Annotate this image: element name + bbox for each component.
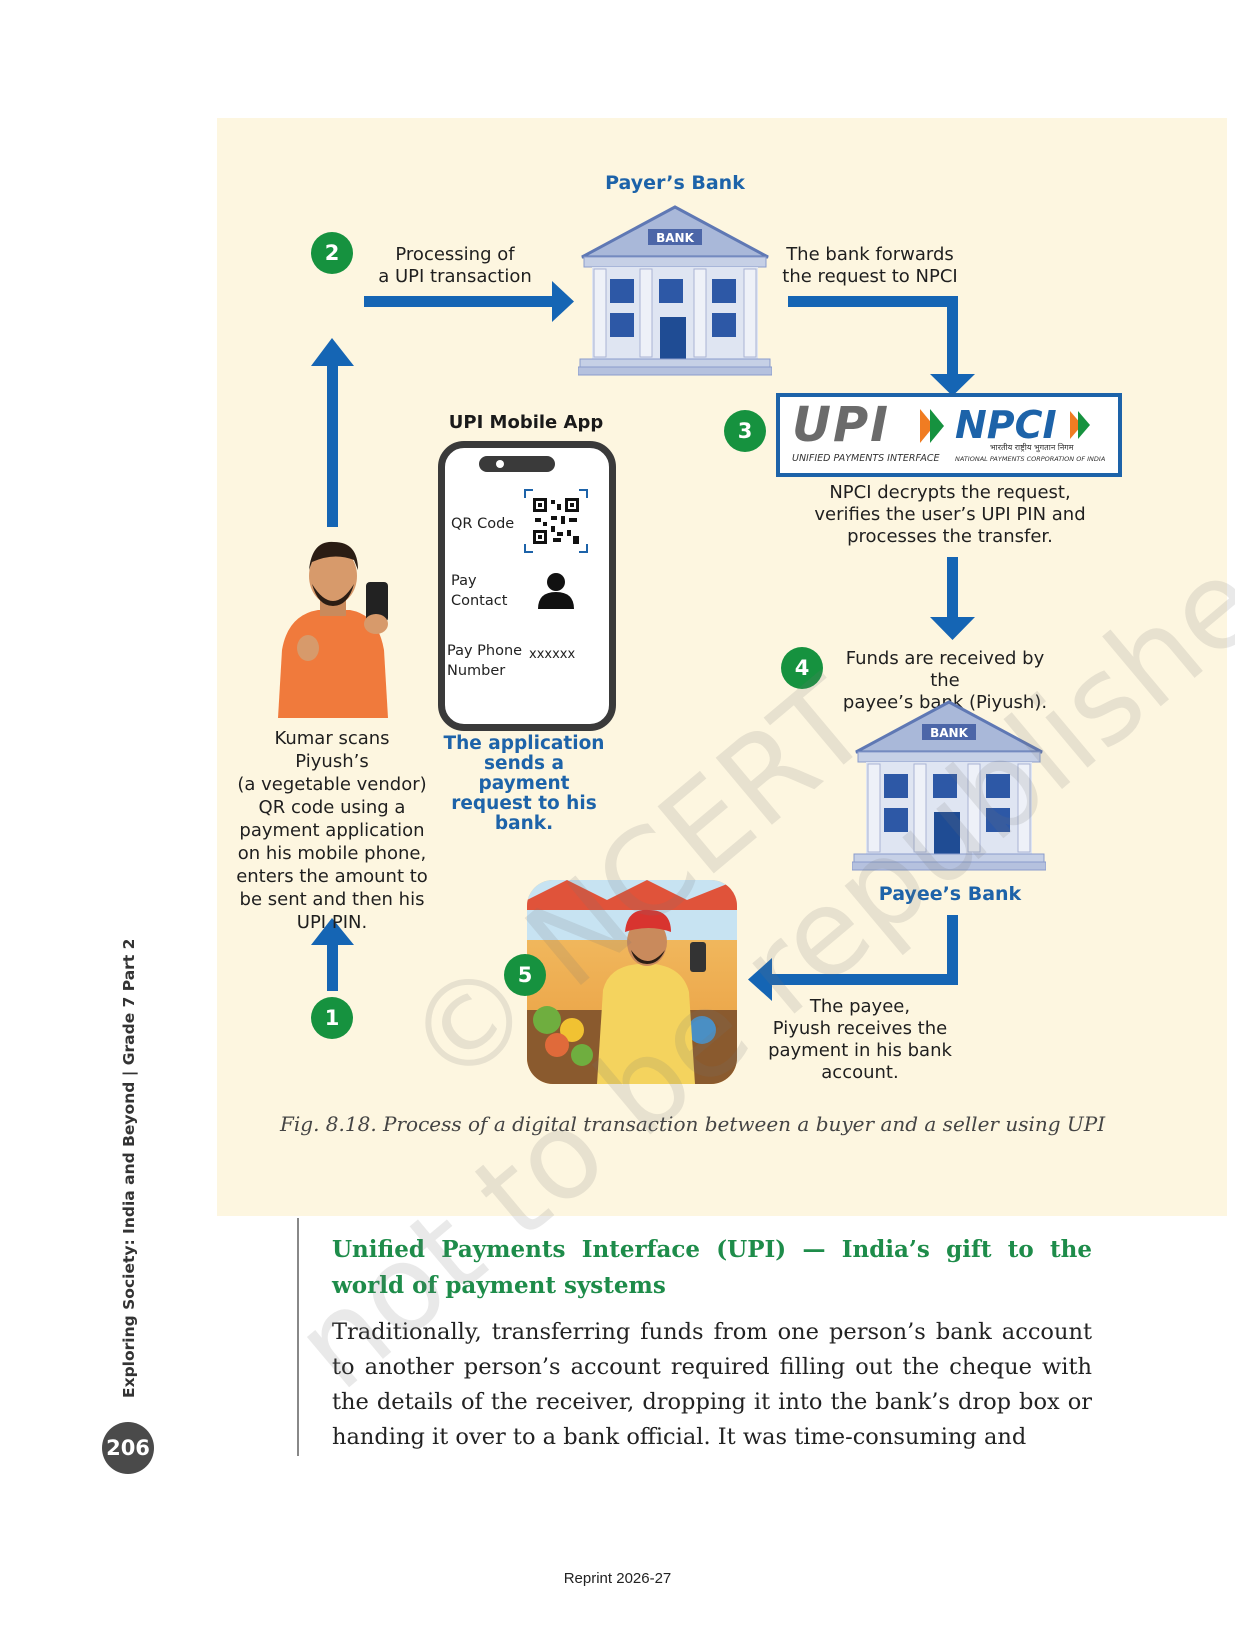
arrow-up-step1 [311, 918, 354, 991]
step-4-text-line1: Funds are received by the [845, 648, 1045, 691]
kumar-line: enters the amount to [236, 866, 428, 887]
step-2-text: Processing of a UPI transaction [370, 244, 540, 288]
section-body: Traditionally, transferring funds from o… [332, 1319, 1092, 1450]
app-note: The application sends a payment request … [436, 734, 612, 834]
contact-person-icon[interactable] [537, 572, 575, 610]
payers-bank-title: Payer’s Bank [605, 172, 745, 194]
app-note-line3: request to his [451, 793, 597, 814]
book-title-vertical: Exploring Society: India and Beyond | Gr… [115, 938, 143, 1398]
payee-description: The payee, Piyush receives the payment i… [760, 996, 960, 1084]
upi-app-title: UPI Mobile App [448, 412, 604, 433]
phone-camera-icon [496, 460, 504, 468]
vendor-illustration [527, 880, 737, 1084]
book-title: Exploring Society: India and Beyond | Gr… [120, 938, 138, 1398]
step-2-text-line1: Processing of [395, 244, 515, 265]
kumar-line: (a vegetable vendor) [237, 774, 427, 795]
bank-forwards-line2: the request to NPCI [782, 266, 958, 287]
kumar-illustration [278, 541, 388, 718]
step-4-badge: 4 [781, 647, 823, 689]
kumar-line: on his mobile phone, [237, 843, 427, 864]
npci-desc: NPCI decrypts the request, verifies the … [790, 482, 1110, 548]
payee-line: The payee, [809, 996, 911, 1017]
upi-arrow-icon [920, 409, 944, 443]
kumar-line: payment application [239, 820, 425, 841]
step-3-badge: 3 [724, 410, 766, 452]
arrow-bank-to-npci [788, 296, 975, 396]
step-2-text-line2: a UPI transaction [378, 266, 532, 287]
phone-number-mask[interactable]: xxxxxx [529, 647, 576, 662]
page-number: 206 [102, 1422, 154, 1474]
section-divider [297, 1218, 299, 1456]
step-2-badge: 2 [311, 232, 353, 274]
pay-contact-line2: Contact [451, 593, 508, 609]
npci-subtitle: NATIONAL PAYMENTS CORPORATION OF INDIA [955, 455, 1106, 463]
upi-subtitle: UNIFIED PAYMENTS INTERFACE [792, 453, 940, 464]
pay-contact-label: Pay Contact [451, 571, 507, 611]
app-note-line4: bank. [494, 813, 554, 834]
reprint-footer: Reprint 2026-27 [563, 1570, 672, 1587]
app-note-line1: The application [443, 733, 605, 754]
qr-code-icon[interactable] [523, 488, 589, 554]
npci-desc-line3: processes the transfer. [847, 526, 1053, 547]
step-5-badge: 5 [504, 954, 546, 996]
payee-line: Piyush receives the [772, 1018, 948, 1039]
pay-contact-line1: Pay [451, 573, 477, 589]
payers-bank-icon: BANK [578, 205, 772, 376]
section-title: Unified Payments Interface (UPI) — India… [332, 1236, 1092, 1299]
kumar-description: Kumar scans Piyush’s (a vegetable vendor… [236, 727, 428, 934]
npci-desc-line2: verifies the user’s UPI PIN and [814, 504, 1086, 525]
phone-notch [479, 456, 555, 472]
vendor-scene [527, 880, 737, 1084]
upi-phone-mockup: QR Code Pay Contact Pay Phone Number xxx… [438, 441, 616, 731]
step-4-text: Funds are received by the payee’s bank (… [832, 648, 1058, 714]
arrow-payees-bank-to-vendor [748, 915, 958, 1001]
kumar-line: Kumar scans Piyush’s [274, 728, 390, 772]
kumar-line: QR code using a [258, 797, 406, 818]
upi-npci-logo-box: UPI UNIFIED PAYMENTS INTERFACE NPCI भारत… [776, 393, 1122, 477]
payees-bank-sign: BANK [930, 726, 968, 740]
pay-phone-line2: Number [447, 663, 506, 679]
app-note-line2: sends a payment [478, 753, 570, 794]
arrow-npci-to-payees-bank [930, 557, 975, 640]
bank-forwards-line1: The bank forwards [786, 244, 954, 265]
payers-bank-sign: BANK [656, 231, 694, 245]
arrow-up-kumar [311, 338, 354, 527]
kumar-line: UPI PIN. [296, 912, 368, 933]
upi-logo: UPI [792, 397, 891, 453]
payees-bank-title: Payee’s Bank [878, 883, 1022, 905]
step-1-badge: 1 [311, 997, 353, 1039]
bank-forwards-text: The bank forwards the request to NPCI [770, 244, 970, 288]
npci-desc-line1: NPCI decrypts the request, [829, 482, 1071, 503]
qr-code-label: QR Code [451, 516, 515, 532]
payee-line: account. [821, 1062, 899, 1083]
payee-line: payment in his bank [768, 1040, 952, 1061]
arrow-right-to-payers-bank [364, 281, 574, 322]
figure-caption: Fig. 8.18. Process of a digital transact… [280, 1112, 1106, 1136]
pay-phone-label: Pay Phone Number [447, 641, 522, 681]
pay-phone-line1: Pay Phone [447, 643, 523, 659]
kumar-line: be sent and then his [239, 889, 425, 910]
npci-hindi: भारतीय राष्ट्रीय भुगतान निगम [990, 443, 1074, 452]
payees-bank-icon: BANK [852, 700, 1046, 871]
npci-arrow-icon [1070, 411, 1090, 439]
npci-logo: NPCI [955, 403, 1057, 447]
